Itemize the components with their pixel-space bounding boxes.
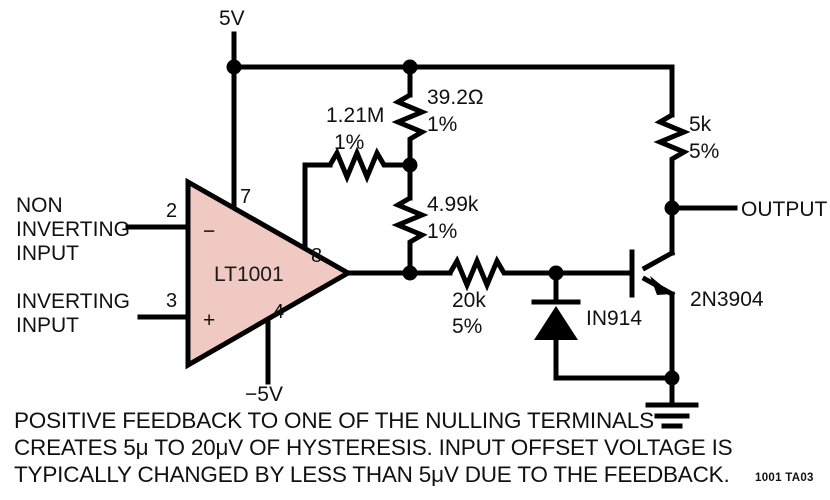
caption-line-3: TYPICALLY CHANGED BY LESS THAN 5μV DUE T…: [14, 462, 730, 487]
resistor-39r2-tolerance: 1%: [427, 113, 457, 136]
port-inverting-line2: INPUT: [16, 314, 79, 337]
ground-symbol: [645, 402, 699, 429]
resistor-20k-tolerance: 5%: [452, 315, 482, 338]
port-noninverting-line2: INVERTING: [16, 218, 130, 241]
transistor-emitter-arrow: [650, 276, 672, 295]
junction-r39-top: [402, 59, 418, 75]
resistor-1m21: 1.21M 1%: [326, 104, 388, 184]
pin-label-4: 4: [273, 301, 284, 323]
opamp-plus-sign: +: [203, 309, 215, 332]
rail-label-negative: −5V: [245, 383, 283, 406]
opamp-label: LT1001: [214, 263, 284, 286]
port-inverting-line1: INVERTING: [16, 290, 130, 313]
resistor-20k: 20k 5%: [447, 254, 508, 338]
caption-line-2: CREATES 5μ TO 20μV OF HYSTERESIS. INPUT …: [14, 435, 732, 460]
resistor-4k99-value: 4.99k: [427, 193, 479, 216]
junction-base-diode: [548, 265, 564, 281]
resistor-4k99-zigzag: [391, 195, 429, 246]
opamp-symbol: LT1001 − +: [185, 177, 354, 370]
junction-output-node: [664, 200, 680, 216]
caption-line-1: POSITIVE FEEDBACK TO ONE OF THE NULLING …: [14, 408, 654, 433]
pin-label-2: 2: [166, 200, 177, 222]
resistor-1m21-zigzag: [327, 146, 388, 184]
port-noninverting-line1: NON: [16, 194, 63, 217]
resistor-39r2: 39.2Ω 1%: [391, 86, 484, 143]
junction-feedback-mid: [402, 157, 418, 173]
port-output-label: OUTPUT: [741, 198, 828, 221]
resistor-20k-value: 20k: [452, 289, 486, 312]
text-labels: 5V −5V 7 8 4 2 3 NON INVERTING INPUT INV…: [16, 7, 828, 406]
resistor-5k-value: 5k: [689, 113, 712, 136]
resistor-5k-zigzag: [653, 112, 691, 163]
resistor-39r2-zigzag: [391, 92, 429, 143]
resistor-5k: 5k 5%: [653, 112, 719, 163]
junction-5v-rail: [226, 59, 242, 75]
pin-label-8: 8: [311, 245, 322, 267]
wire-pin8-feedback: [302, 162, 333, 248]
transistor-label: 2N3904: [690, 288, 764, 311]
resistor-5k-tolerance: 5%: [689, 140, 719, 163]
pin-label-3: 3: [166, 290, 177, 312]
rail-label-positive: 5V: [219, 7, 245, 30]
resistor-4k99-tolerance: 1%: [427, 220, 457, 243]
resistor-1m21-tolerance: 1%: [334, 131, 364, 154]
diode-anode-triangle: [534, 306, 578, 340]
transistor-2n3904: 2N3904: [650, 276, 764, 311]
diode-in914: IN914: [531, 299, 642, 340]
resistor-20k-zigzag: [447, 254, 508, 292]
figure-caption: POSITIVE FEEDBACK TO ONE OF THE NULLING …: [14, 408, 814, 487]
resistor-39r2-value: 39.2Ω: [427, 86, 484, 109]
resistor-4k99: 4.99k 1%: [391, 193, 479, 246]
wire-collector-slant: [641, 249, 676, 272]
opamp-triangle: [185, 177, 354, 370]
diode-label: IN914: [586, 307, 642, 330]
opamp-minus-sign: −: [203, 220, 215, 243]
junction-opamp-output: [402, 265, 418, 281]
junction-ground-node: [664, 370, 680, 386]
port-noninverting-line3: INPUT: [16, 242, 79, 265]
document-id: 1001 TA03: [755, 472, 814, 484]
junction-dots: [226, 59, 680, 386]
resistor-1m21-value: 1.21M: [326, 104, 384, 127]
pin-label-7: 7: [240, 186, 251, 208]
